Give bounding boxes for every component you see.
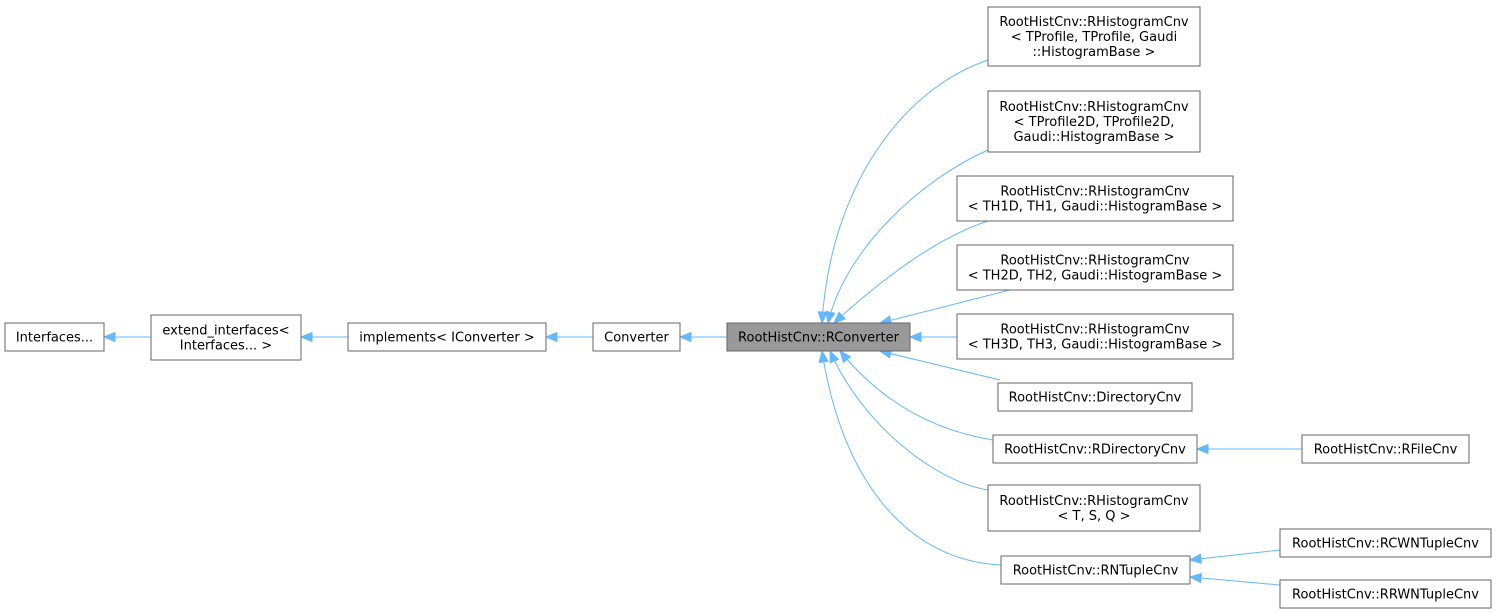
class-node-extend_interfaces[interactable]: extend_interfaces<Interfaces... > [150,314,302,361]
edge-implements-to-extend_interfaces [299,331,348,343]
class-label-line: RootHistCnv::RHistogramCnv [1000,254,1190,269]
inheritance-arrowhead [1195,443,1209,455]
class-label-line: RootHistCnv::RFileCnv [1314,443,1458,458]
class-box [1279,528,1492,558]
class-node-directorycnv[interactable]: RootHistCnv::DirectoryCnv [997,382,1193,412]
class-node-rhist_tprofile[interactable]: RootHistCnv::RHistogramCnv< TProfile, TP… [987,6,1201,67]
inheritance-arrowhead [833,311,847,324]
edge-converter-to-implements [544,331,593,343]
class-node-rdirectorycnv[interactable]: RootHistCnv::RDirectoryCnv [992,434,1198,464]
class-box [150,314,302,361]
class-label-line: RootHistCnv::RRWNTupleCnv [1292,588,1479,603]
edge-rhist_th3d-to-rconverter [908,331,957,343]
inheritance-arrowhead [544,331,558,343]
inheritance-arrowhead [829,349,840,364]
inheritance-arrowhead [102,331,116,343]
class-label-line: RootHistCnv::RConverter [738,331,900,346]
class-box [956,175,1234,222]
class-node-rhist_tprofile2d[interactable]: RootHistCnv::RHistogramCnv< TProfile2D, … [987,90,1201,153]
edge-extend_interfaces-to-interfaces [102,331,151,343]
inheritance-arrowhead [839,349,852,364]
class-node-rfilecnv[interactable]: RootHistCnv::RFileCnv [1301,434,1470,464]
class-node-rntuplecnv[interactable]: RootHistCnv::RNTupleCnv [1000,555,1191,585]
inheritance-arrowhead [817,311,828,325]
class-box [726,322,911,352]
class-label-line: RootHistCnv::RHistogramCnv [1000,323,1190,338]
class-label-line: RootHistCnv::RHistogramCnv [1000,185,1190,200]
edge-rcwntuplecnv-to-rntuplecnv [1188,549,1281,564]
class-label-line: implements< IConverter > [359,331,535,346]
edge-rhist_tprofile2d-to-rconverter [825,149,989,325]
class-node-interfaces[interactable]: Interfaces... [4,322,105,352]
class-box [1000,555,1191,585]
edge-rhist_th1d-to-rconverter [833,220,989,324]
class-node-rhist_th2d[interactable]: RootHistCnv::RHistogramCnv< TH2D, TH2, G… [956,244,1234,291]
class-box [1279,579,1492,609]
class-box [992,434,1198,464]
class-label-line: < TProfile, TProfile, Gaudi [1011,30,1177,45]
class-box [956,313,1234,360]
edge-rfilecnv-to-rdirectorycnv [1195,443,1302,455]
inheritance-arrowhead [1188,553,1203,564]
edge-rntuplecnv-to-rconverter [818,349,1002,566]
class-label-line: RootHistCnv::RDirectoryCnv [1004,443,1186,458]
class-label-line: RootHistCnv::RHistogramCnv [999,494,1189,509]
class-node-converter[interactable]: Converter [592,322,681,352]
class-box [997,382,1193,412]
class-label-line: < TH2D, TH2, Gaudi::HistogramBase > [968,269,1223,284]
inheritance-arrowhead [299,331,313,343]
class-node-rrwntuplecnv[interactable]: RootHistCnv::RRWNTupleCnv [1279,579,1492,609]
inheritance-arrowhead [818,349,829,364]
node-layer: Interfaces... extend_interfaces<Interface… [4,6,1492,609]
class-label-line: Interfaces... > [180,339,272,354]
inheritance-arrowhead [678,331,692,343]
class-label-line: RootHistCnv::RNTupleCnv [1013,564,1179,579]
edge-rhist_tsq-to-rconverter [829,349,989,491]
edge-rconverter-to-converter [678,331,727,343]
class-node-rhist_tsq[interactable]: RootHistCnv::RHistogramCnv< T, S, Q > [987,484,1201,532]
class-node-rhist_th1d[interactable]: RootHistCnv::RHistogramCnv< TH1D, TH1, G… [956,175,1234,222]
class-box [956,244,1234,291]
class-box [592,322,681,352]
class-box [347,322,547,352]
class-box [987,90,1201,153]
class-box [987,484,1201,532]
class-node-implements[interactable]: implements< IConverter > [347,322,547,352]
class-label-line: < TH3D, TH3, Gaudi::HistogramBase > [968,338,1223,353]
class-label-line: RootHistCnv::RCWNTupleCnv [1292,537,1479,552]
inheritance-arrowhead [825,310,836,325]
class-node-rconverter: RootHistCnv::RConverter [726,322,911,352]
class-label-line: RootHistCnv::RHistogramCnv [999,15,1189,30]
edge-rrwntuplecnv-to-rntuplecnv [1188,572,1281,586]
class-box [987,6,1201,67]
inheritance-arrowhead [1188,572,1202,584]
class-label-line: < TProfile2D, TProfile2D, [1014,115,1175,130]
class-label-line: Gaudi::HistogramBase > [1013,130,1174,145]
class-label-line: Converter [604,331,669,346]
class-label-line: extend_interfaces< [162,324,289,339]
class-label-line: Interfaces... [16,331,93,346]
class-label-line: RootHistCnv::RHistogramCnv [999,100,1189,115]
class-label-line: RootHistCnv::DirectoryCnv [1009,391,1182,406]
class-box [1301,434,1470,464]
inheritance-arrowhead [908,331,922,343]
class-label-line: < T, S, Q > [1057,509,1130,524]
class-label-line: ::HistogramBase > [1033,45,1156,60]
class-box [4,322,105,352]
edge-rhist_tprofile-to-rconverter [817,59,989,325]
edge-rdirectorycnv-to-rconverter [839,349,994,441]
class-label-line: < TH1D, TH1, Gaudi::HistogramBase > [968,200,1223,215]
class-node-rcwntuplecnv[interactable]: RootHistCnv::RCWNTupleCnv [1279,528,1492,558]
edge-layer [102,59,1302,586]
class-node-rhist_th3d[interactable]: RootHistCnv::RHistogramCnv< TH3D, TH3, G… [956,313,1234,360]
